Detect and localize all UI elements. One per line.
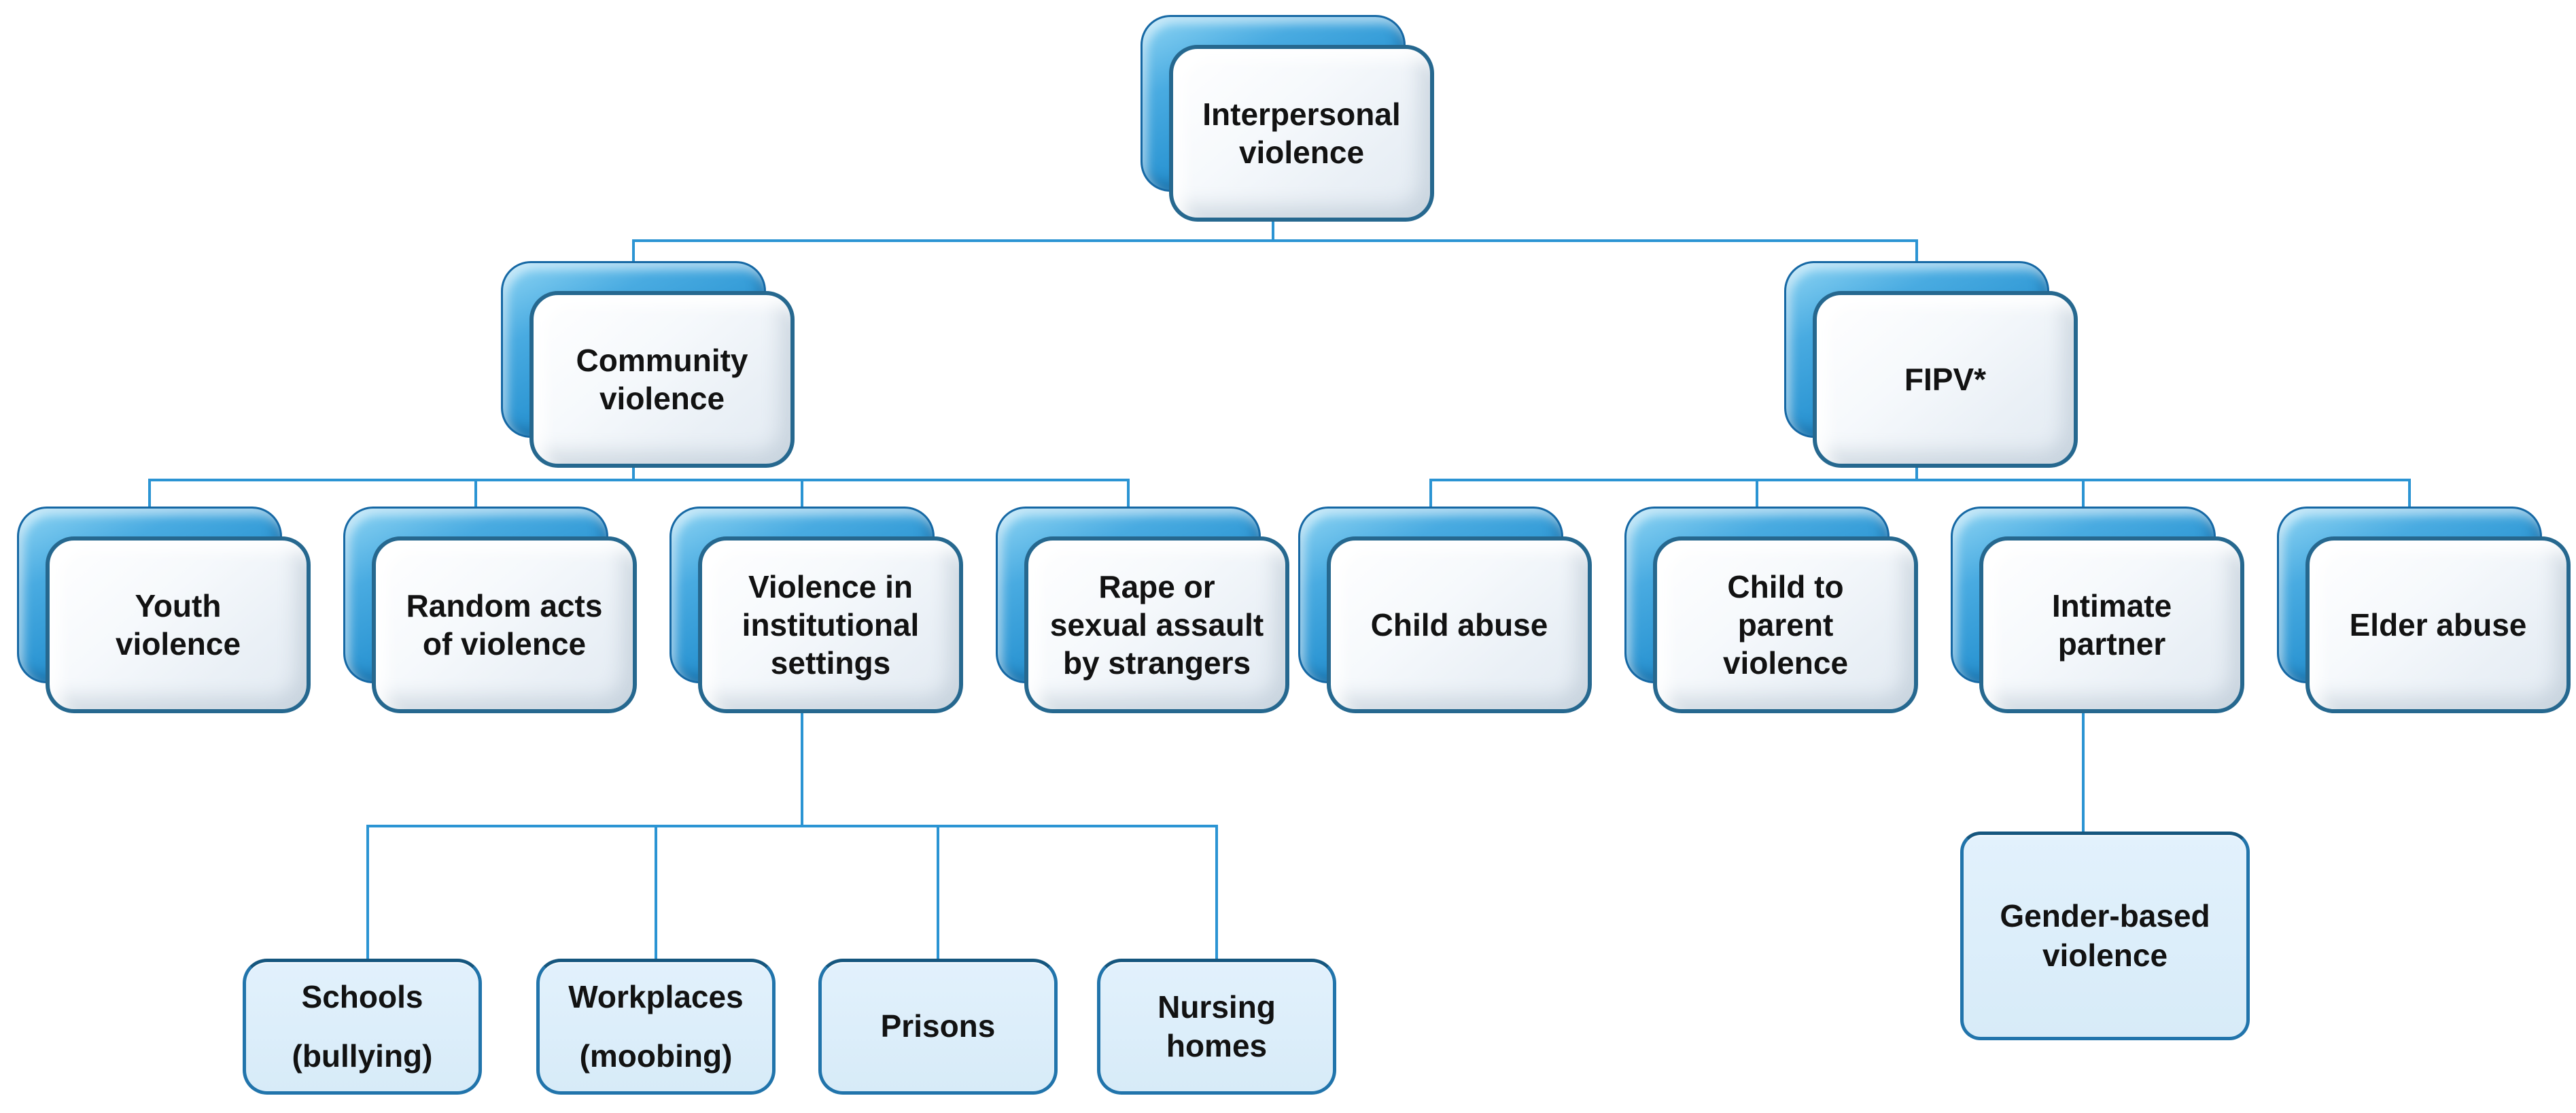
node-face: Rape or sexual assault by strangers [1024, 536, 1289, 713]
node-youth-violence: Youth violence [17, 507, 311, 715]
node-face: Community violence [529, 291, 795, 468]
node-label: Interpersonal violence [1202, 96, 1401, 170]
node-face: Elder abuse [2305, 536, 2571, 713]
connector-stub-institutional [801, 479, 803, 509]
connector-community-vertical [632, 464, 635, 481]
node-face: Random acts of violence [372, 536, 637, 713]
connector-stub-youth [148, 479, 151, 509]
node-fipv: FIPV* [1784, 261, 2078, 469]
node-label: Community violence [576, 342, 748, 416]
node-face: Violence in institutional settings [698, 536, 963, 713]
connector-stub-schools [366, 825, 369, 961]
node-face: Interpersonal violence [1169, 45, 1434, 222]
node-face: Child abuse [1327, 536, 1592, 713]
node-random-acts-of-violence: Random acts of violence [343, 507, 637, 715]
connector-stub-child-to-parent [1756, 479, 1758, 509]
connector-stub-elder-abuse [2408, 479, 2411, 509]
node-label: Youth violence [115, 587, 241, 662]
node-schools-bullying: Schools (bullying) [243, 959, 482, 1095]
node-label: Rape or sexual assault by strangers [1049, 568, 1264, 681]
node-label: Child to parent violence [1722, 568, 1849, 681]
node-gender-based-violence: Gender-based violence [1960, 832, 2250, 1040]
connector-stub-community [632, 239, 635, 264]
connector-stub-intimate-partner [2082, 479, 2085, 509]
node-label: Schools (bullying) [292, 978, 433, 1074]
connector-root-vertical [1272, 216, 1274, 241]
node-community-violence: Community violence [501, 261, 795, 469]
node-label: Nursing homes [1158, 989, 1276, 1064]
node-elder-abuse: Elder abuse [2277, 507, 2571, 715]
connector-stub-child-abuse [1429, 479, 1432, 509]
node-intimate-partner: Intimate partner [1951, 507, 2244, 715]
connector-intimate-to-gender [2082, 713, 2085, 834]
connector-stub-workplaces [655, 825, 657, 961]
node-workplaces-moobing: Workplaces (moobing) [536, 959, 776, 1095]
node-face: FIPV* [1813, 291, 2078, 468]
connector-stub-rape [1127, 479, 1130, 509]
connector-institutional-horizontal [366, 825, 1218, 827]
node-child-to-parent-violence: Child to parent violence [1624, 507, 1918, 715]
connector-community-horizontal [148, 479, 1130, 481]
node-label: FIPV* [1904, 361, 1987, 397]
node-label: Elder abuse [2349, 606, 2527, 643]
connector-institutional-vertical [801, 713, 803, 826]
node-rape-sexual-assault-strangers: Rape or sexual assault by strangers [996, 507, 1289, 715]
connector-stub-fipv [1915, 239, 1918, 264]
node-label: Gender-based violence [2000, 898, 2210, 973]
node-face: Youth violence [46, 536, 311, 713]
node-interpersonal-violence: Interpersonal violence [1141, 15, 1434, 223]
node-label: Child abuse [1370, 606, 1548, 643]
node-face: Intimate partner [1979, 536, 2244, 713]
node-violence-institutional-settings: Violence in institutional settings [669, 507, 963, 715]
node-label: Violence in institutional settings [742, 568, 920, 681]
connector-stub-prisons [937, 825, 939, 961]
node-label: Workplaces (moobing) [568, 978, 744, 1074]
node-face: Child to parent violence [1653, 536, 1918, 713]
connector-stub-random-acts [474, 479, 477, 509]
node-child-abuse: Child abuse [1298, 507, 1592, 715]
connector-root-horizontal [632, 239, 1918, 242]
node-nursing-homes: Nursing homes [1097, 959, 1336, 1095]
node-label: Intimate partner [2051, 587, 2172, 662]
node-label: Random acts of violence [406, 587, 603, 662]
connector-stub-nursing-homes [1215, 825, 1218, 961]
connector-fipv-vertical [1915, 464, 1918, 481]
node-label: Prisons [880, 1008, 996, 1044]
connector-fipv-horizontal [1429, 479, 2411, 481]
node-prisons: Prisons [818, 959, 1058, 1095]
